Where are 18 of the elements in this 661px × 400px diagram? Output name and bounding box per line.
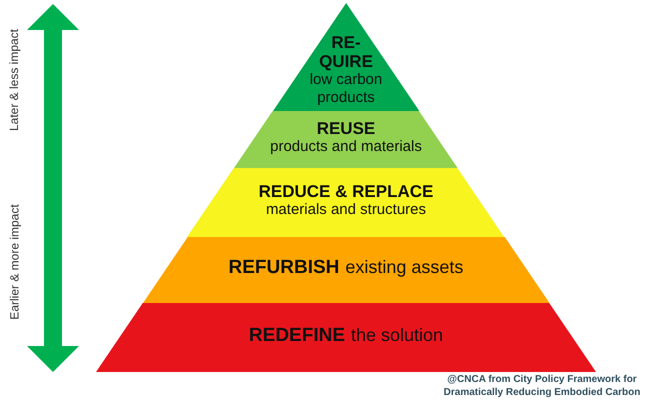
pyramid-tier bbox=[96, 303, 596, 372]
tier-description: low carbon products bbox=[308, 71, 384, 107]
pyramid-tier bbox=[187, 168, 505, 237]
tier-heading: REDUCE & REPLACE bbox=[258, 182, 434, 201]
tier-heading: REDEFINE bbox=[248, 326, 345, 345]
pyramid-tier bbox=[272, 3, 420, 111]
tier-description: materials and structures bbox=[264, 201, 428, 219]
tier-description: products and materials bbox=[269, 138, 423, 156]
tier-heading: REUSE bbox=[316, 119, 376, 138]
impact-label: Later & less impact bbox=[7, 28, 22, 132]
tier-description: the solution bbox=[351, 326, 444, 344]
impact-label: Earlier & more impact bbox=[7, 204, 22, 320]
tier-heading: RE- QUIRE bbox=[318, 33, 374, 71]
tier-description: existing assets bbox=[345, 258, 464, 276]
source-credit: @CNCA from City Policy Framework for Dramatically Reducing Embodied Carbon bbox=[442, 373, 642, 399]
pyramid-tier bbox=[142, 237, 550, 303]
pyramid-tier bbox=[234, 111, 458, 168]
tier-heading: REFURBISH bbox=[228, 258, 340, 277]
